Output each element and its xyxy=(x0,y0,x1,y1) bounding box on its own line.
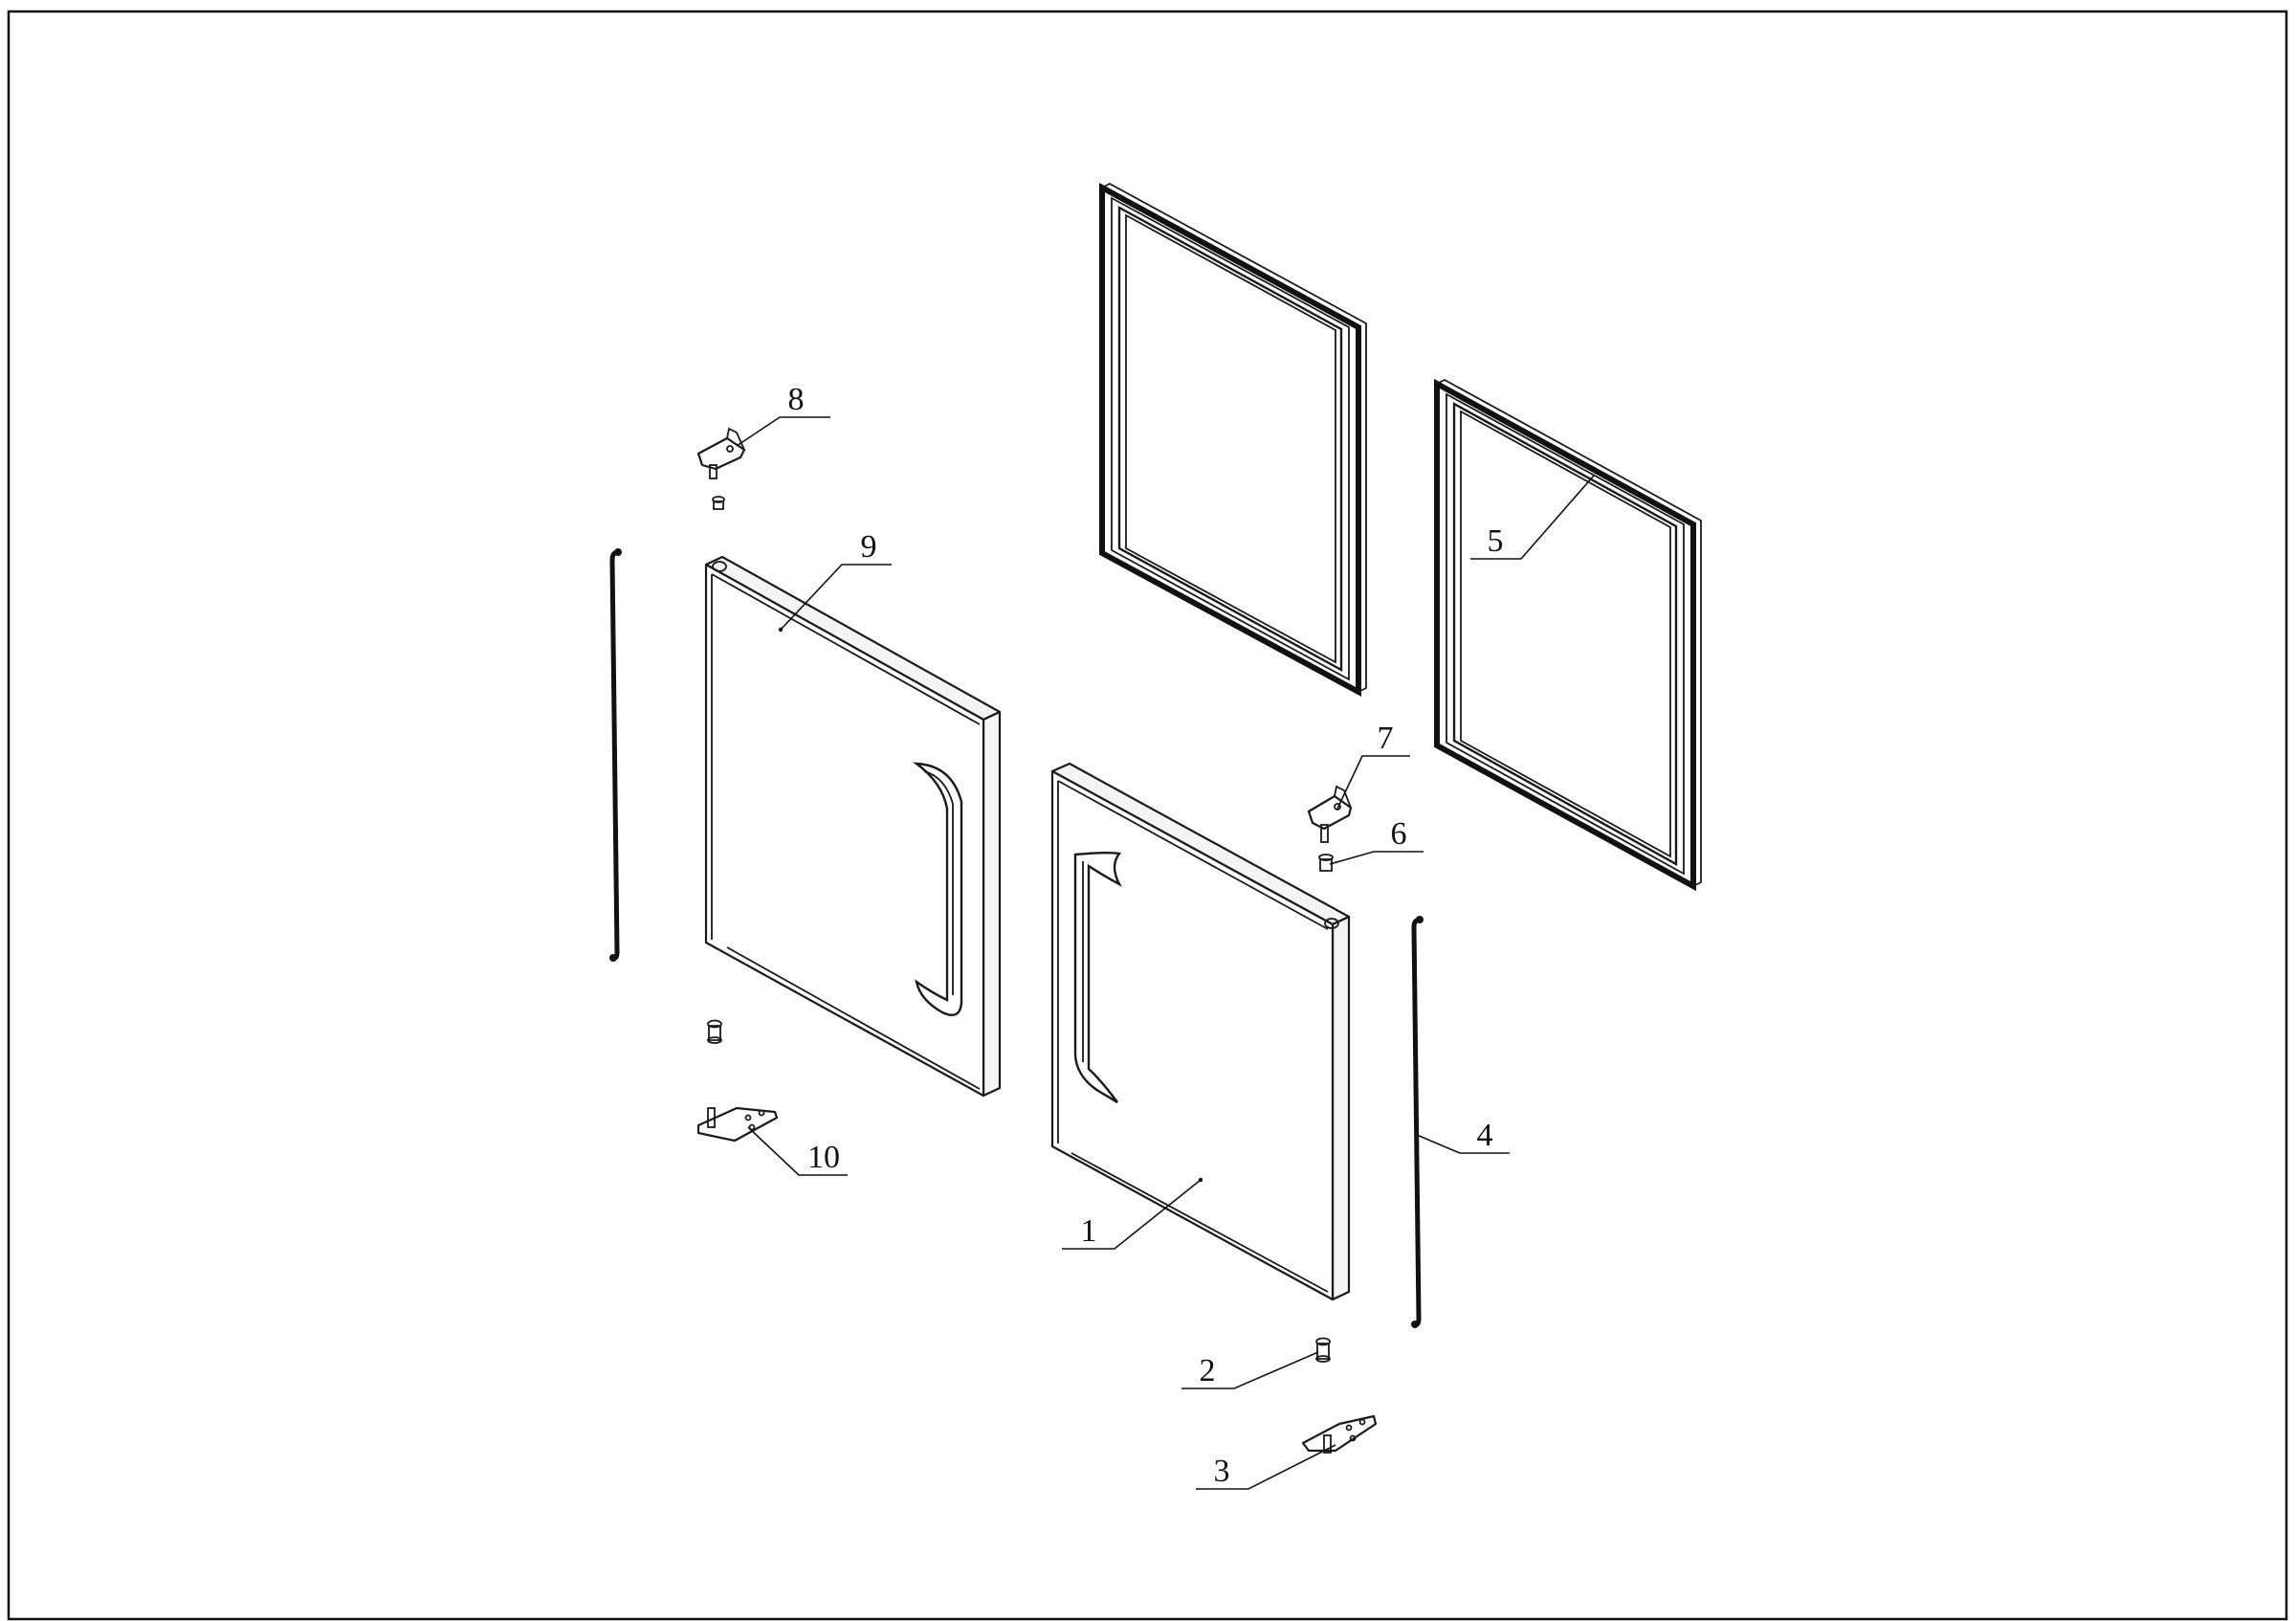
hinge-bushing xyxy=(1318,854,1334,872)
leader-lines xyxy=(736,416,1595,1490)
callout-7: 7 xyxy=(1378,721,1394,756)
callout-3: 3 xyxy=(1214,1454,1230,1489)
lower-hinge-left xyxy=(696,1106,779,1143)
callout-4: 4 xyxy=(1477,1118,1493,1153)
lower-hinge-right xyxy=(1301,1414,1378,1454)
left-door xyxy=(704,555,1002,1098)
callout-1: 1 xyxy=(1081,1213,1097,1249)
upper-hinge-left xyxy=(696,427,746,479)
callout-9: 9 xyxy=(861,529,877,565)
lower-bushing xyxy=(1315,1337,1331,1363)
left-reinforcing-rod xyxy=(609,548,622,962)
hinge-bushing-left-top xyxy=(712,496,725,510)
right-door xyxy=(1050,762,1351,1301)
door-gasket-rear xyxy=(1099,182,1367,698)
callout-6: 6 xyxy=(1391,816,1407,852)
callout-5: 5 xyxy=(1488,523,1504,559)
door-gasket xyxy=(1434,378,1702,892)
callout-2: 2 xyxy=(1200,1353,1216,1388)
callout-8: 8 xyxy=(788,382,805,417)
reinforcing-rod xyxy=(1411,916,1424,1328)
drawing-border xyxy=(7,10,2288,1621)
callout-10: 10 xyxy=(807,1140,840,1175)
hinge-bushing-left-bottom xyxy=(707,1019,722,1044)
